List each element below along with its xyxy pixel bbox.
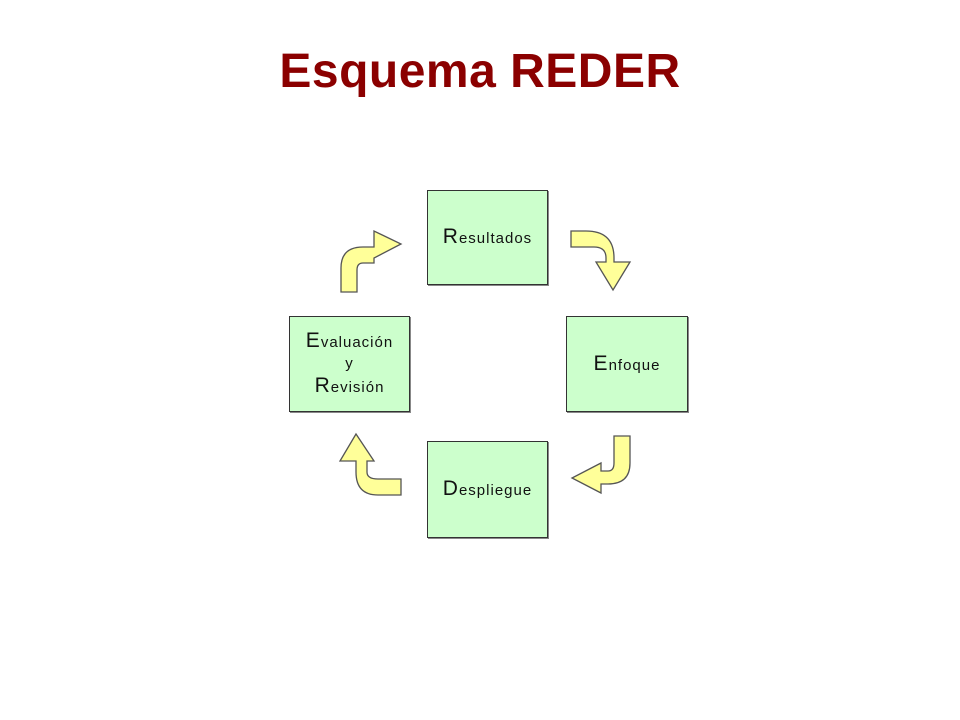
page-title: Esquema REDER (279, 45, 681, 98)
node-resultados: Resultados (427, 190, 548, 285)
arrow-evaluacion-to-resultados (340, 229, 403, 293)
node-evaluacion-revision: Evaluación y Revisión (289, 316, 410, 412)
arrow-despliegue-to-evaluacion (338, 432, 402, 496)
arrow-enfoque-to-despliegue (570, 435, 631, 495)
node-resultados-label: Resultados (442, 225, 533, 249)
node-despliegue: Despliegue (427, 441, 548, 538)
node-enfoque-label: Enfoque (593, 351, 661, 375)
node-evaluacion-revision-label: Evaluación y Revisión (305, 329, 394, 398)
node-despliegue-label: Despliegue (442, 477, 533, 501)
node-enfoque: Enfoque (566, 316, 688, 412)
arrow-resultados-to-enfoque (570, 230, 632, 292)
